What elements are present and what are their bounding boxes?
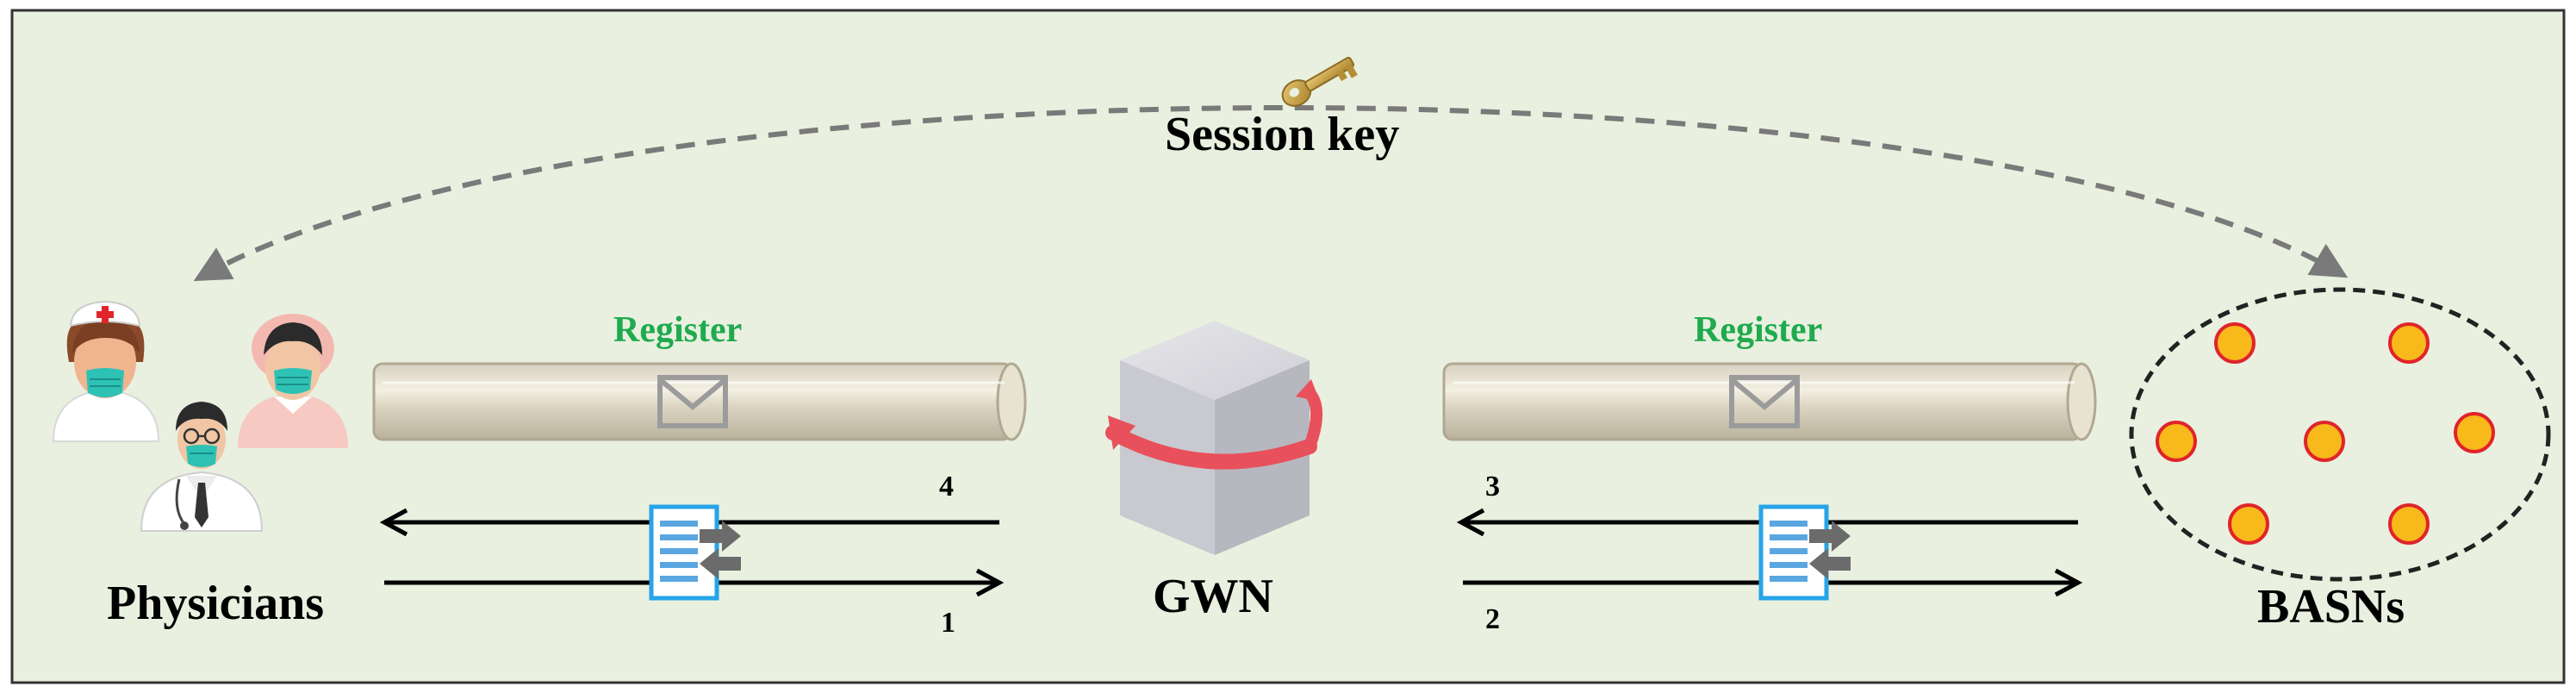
right-register-label: Register [1694, 310, 1823, 350]
basns-label: BASNs [2257, 580, 2405, 633]
left-envelope-icon [657, 375, 728, 428]
step-3-label: 3 [1485, 471, 1500, 502]
left-message-exchange-icon [649, 504, 741, 601]
diagram-background [10, 9, 2566, 684]
right-message-exchange-icon [1758, 504, 1851, 601]
server-cube-icon [1105, 321, 1323, 555]
session-key-label: Session key [1165, 108, 1400, 161]
session-key-link [193, 105, 2349, 282]
left-register-label: Register [613, 310, 743, 350]
nurse-icon [52, 300, 160, 442]
physicians-label: Physicians [107, 577, 325, 630]
gwn-label: GWN [1153, 570, 1273, 623]
key-icon [1281, 56, 1358, 107]
doctor-icon [140, 402, 264, 532]
step-4-label: 4 [939, 471, 954, 502]
step-2-label: 2 [1485, 603, 1500, 635]
sensor-node-icon [2156, 322, 2495, 545]
step-1-label: 1 [941, 607, 955, 639]
basn-network [2129, 287, 2551, 582]
rotation-arrow-icon [1105, 425, 1317, 470]
right-envelope-icon [1729, 375, 1800, 428]
right-register-channel [1442, 362, 2097, 441]
physician-icon [238, 314, 348, 448]
left-register-channel [372, 362, 1027, 441]
